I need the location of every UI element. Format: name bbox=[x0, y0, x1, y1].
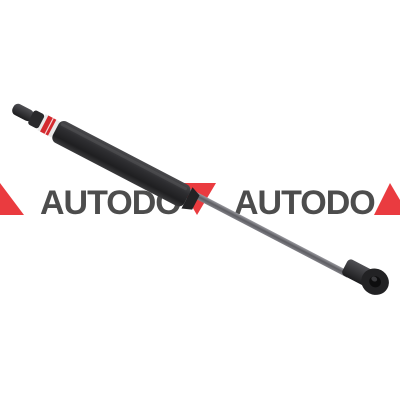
rod-end-eyelet bbox=[342, 259, 389, 295]
watermark: AUTODO AUTODO bbox=[0, 183, 400, 222]
triangle-logo-icon bbox=[0, 183, 24, 215]
watermark-text: AUTODO bbox=[234, 184, 375, 222]
piston-rod bbox=[178, 184, 351, 278]
end-fitting-collar bbox=[28, 110, 45, 129]
end-fitting bbox=[12, 103, 34, 122]
gas-strut bbox=[12, 103, 389, 295]
cylinder-end bbox=[181, 187, 200, 210]
cylinder-body bbox=[52, 120, 191, 207]
triangle-logo-icon bbox=[374, 183, 400, 215]
